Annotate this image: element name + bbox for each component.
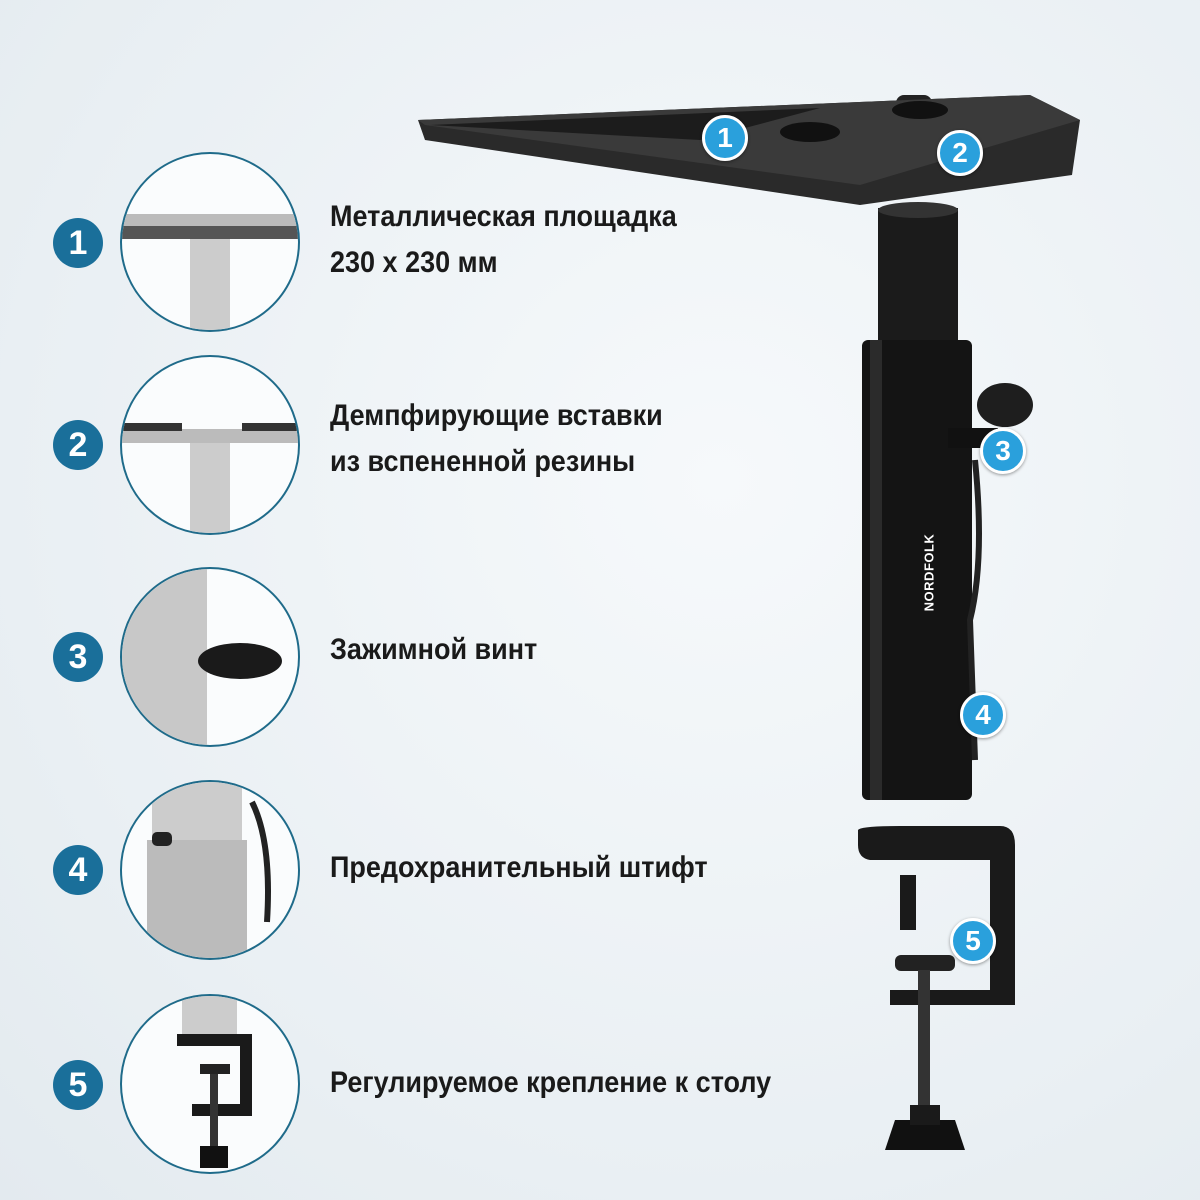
feature-image-platform [120, 152, 300, 332]
feature-image-pin [120, 780, 300, 960]
feature-image-inserts [120, 355, 300, 535]
feature-badge-3: 3 [53, 632, 103, 682]
feature-badge-1: 1 [53, 218, 103, 268]
feature-badge-4: 4 [53, 845, 103, 895]
callout-5: 5 [950, 918, 996, 964]
feature-badge-5: 5 [53, 1060, 103, 1110]
callout-2: 2 [937, 130, 983, 176]
feature-image-clamp [120, 994, 300, 1174]
callout-1: 1 [702, 115, 748, 161]
feature-image-screw [120, 567, 300, 747]
feature-badge-2: 2 [53, 420, 103, 470]
feature-label-4: Предохранительный штифт [330, 851, 708, 884]
feature-label-3: Зажимной винт [330, 633, 538, 666]
callout-3: 3 [980, 428, 1026, 474]
callout-4: 4 [960, 692, 1006, 738]
brand-logo: NORDFOLK [921, 533, 937, 612]
feature-label-5: Регулируемое крепление к столу [330, 1066, 772, 1099]
